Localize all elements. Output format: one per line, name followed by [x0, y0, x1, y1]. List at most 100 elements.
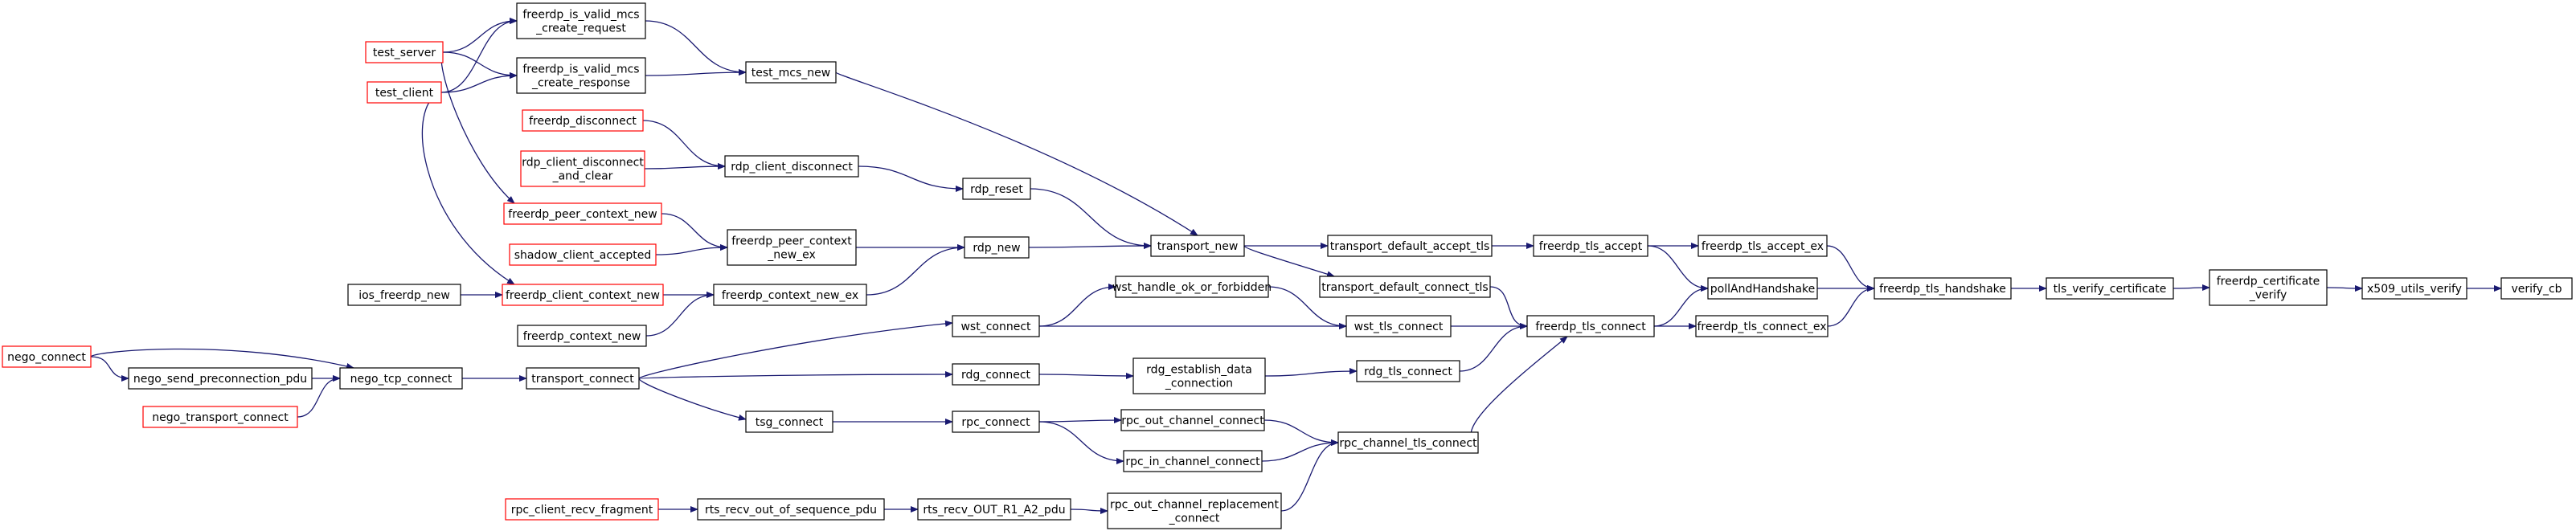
node-rdp_client_disconnect[interactable]: rdp_client_disconnect — [724, 155, 859, 178]
node-label: freerdp_peer_context — [731, 235, 852, 248]
node-box — [516, 2, 646, 39]
node-test_mcs_new[interactable]: test_mcs_new — [745, 61, 837, 84]
node-nego_tcp_connect[interactable]: nego_tcp_connect — [339, 367, 463, 390]
node-box — [1107, 492, 1282, 529]
node-freerdp_context_new_ex[interactable]: freerdp_context_new_ex — [713, 284, 867, 306]
node-rdp_new[interactable]: rdp_new — [964, 236, 1030, 259]
node-label: transport_connect — [531, 373, 634, 386]
edge-transport_default_connect_tls-to-freerdp_tls_connect — [1489, 286, 1528, 329]
node-rpc_out_channel_connect[interactable]: rpc_out_channel_connect — [1120, 409, 1265, 431]
node-x509_utils_verify[interactable]: x509_utils_verify — [2361, 277, 2467, 300]
node-freerdp_tls_handshake[interactable]: freerdp_tls_handshake — [1874, 277, 2012, 300]
node-label: rdg_establish_data — [1146, 364, 1252, 377]
node-freerdp_peer_context_new[interactable]: freerdp_peer_context_new — [503, 202, 662, 225]
node-freerdp_tls_accept_ex[interactable]: freerdp_tls_accept_ex — [1698, 235, 1828, 257]
node-wst_connect[interactable]: wst_connect — [952, 315, 1040, 337]
node-rdp_reset[interactable]: rdp_reset — [962, 178, 1031, 200]
node-label: freerdp_certificate — [2217, 276, 2320, 288]
edge-wst_connect-to-wst_handle_ok_or_forbidden — [1038, 284, 1116, 327]
node-label: freerdp_tls_handshake — [1879, 283, 2006, 296]
node-test_server[interactable]: test_server — [365, 41, 444, 63]
node-label: rpc_connect — [961, 416, 1030, 429]
node-label: tls_verify_certificate — [2054, 283, 2167, 296]
node-label: rpc_out_channel_connect — [1121, 415, 1264, 427]
node-verify_cb[interactable]: verify_cb — [2500, 277, 2573, 300]
node-freerdp_tls_connect[interactable]: freerdp_tls_connect — [1526, 315, 1655, 337]
node-box — [1319, 276, 1491, 298]
node-label: freerdp_tls_accept — [1539, 240, 1643, 253]
node-box — [2209, 269, 2328, 306]
node-rdp_client_disconnect_and_clear[interactable]: rdp_client_disconnect_and_clear — [520, 150, 645, 187]
node-rts_recv_out_of_sequence_pdu[interactable]: rts_recv_out_of_sequence_pdu — [697, 498, 885, 521]
node-rdg_connect[interactable]: rdg_connect — [952, 363, 1040, 386]
node-transport_new[interactable]: transport_new — [1150, 235, 1245, 257]
node-box — [724, 155, 859, 178]
node-box — [2361, 277, 2467, 300]
node-label: wst_connect — [960, 321, 1031, 333]
edge-test_client-to-freerdp_is_valid_mcs_create_request — [440, 18, 518, 93]
node-box — [509, 243, 657, 266]
edge-rpc_connect-to-rpc_in_channel_connect — [1038, 421, 1124, 464]
node-freerdp_client_context_new[interactable]: freerdp_client_context_new — [502, 284, 664, 306]
node-label: rpc_client_recv_fragment — [511, 504, 653, 517]
node-rpc_out_channel_replacement_connect[interactable]: rpc_out_channel_replacement_connect — [1107, 492, 1282, 529]
node-rpc_in_channel_connect[interactable]: rpc_in_channel_connect — [1123, 450, 1263, 472]
node-shadow_client_accepted[interactable]: shadow_client_accepted — [509, 243, 657, 266]
node-box — [142, 406, 298, 428]
edge-rdp_client_disconnect-to-rdp_reset — [858, 165, 964, 192]
node-tls_verify_certificate[interactable]: tls_verify_certificate — [2046, 277, 2174, 300]
node-freerdp_disconnect[interactable]: freerdp_disconnect — [522, 109, 644, 132]
edge-test_client-to-freerdp_is_valid_mcs_create_response — [440, 72, 518, 93]
node-box — [2046, 277, 2174, 300]
node-label: wst_tls_connect — [1354, 321, 1444, 333]
node-transport_default_connect_tls[interactable]: transport_default_connect_tls — [1319, 276, 1491, 298]
node-label: transport_new — [1157, 240, 1239, 253]
edge-rdp_new-to-transport_new — [1028, 243, 1152, 250]
node-nego_connect[interactable]: nego_connect — [2, 345, 92, 368]
node-label: _create_request — [535, 22, 626, 35]
node-label: rdp_client_disconnect — [522, 157, 644, 170]
node-test_client[interactable]: test_client — [367, 81, 442, 104]
node-nego_send_preconnection_pdu[interactable]: nego_send_preconnection_pdu — [128, 367, 313, 390]
node-rdg_tls_connect[interactable]: rdg_tls_connect — [1356, 360, 1460, 382]
node-label: rts_recv_OUT_R1_A2_pdu — [923, 504, 1065, 517]
node-tsg_connect[interactable]: tsg_connect — [745, 411, 833, 433]
node-box — [1120, 409, 1265, 431]
node-label: x509_utils_verify — [2367, 283, 2462, 296]
node-box — [367, 81, 442, 104]
node-wst_handle_ok_or_forbidden[interactable]: wst_handle_ok_or_forbidden — [1112, 276, 1272, 298]
node-box — [1356, 360, 1460, 382]
node-rpc_connect[interactable]: rpc_connect — [952, 411, 1040, 433]
node-label: rts_recv_out_of_sequence_pdu — [705, 504, 877, 517]
node-box — [952, 363, 1040, 386]
node-freerdp_certificate_verify[interactable]: freerdp_certificate_verify — [2209, 269, 2328, 306]
node-label: nego_tcp_connect — [350, 373, 453, 386]
node-rpc_channel_tls_connect[interactable]: rpc_channel_tls_connect — [1337, 431, 1479, 454]
node-freerdp_tls_accept[interactable]: freerdp_tls_accept — [1533, 235, 1648, 257]
node-freerdp_tls_connect_ex[interactable]: freerdp_tls_connect_ex — [1695, 315, 1829, 337]
node-rdg_establish_data_connection[interactable]: rdg_establish_data_connection — [1132, 357, 1266, 394]
edge-freerdp_tls_connect-to-pollAndHandshake — [1653, 285, 1709, 327]
node-freerdp_is_valid_mcs_create_response[interactable]: freerdp_is_valid_mcs_create_response — [516, 57, 646, 94]
edge-rdg_connect-to-rdg_establish_data_connection — [1038, 372, 1134, 379]
edge-freerdp_peer_context_new-to-freerdp_peer_context_new_ex — [661, 213, 728, 251]
node-box — [952, 315, 1040, 337]
node-box — [1526, 315, 1655, 337]
node-box — [502, 284, 664, 306]
node-box — [517, 325, 647, 347]
node-rpc_client_recv_fragment[interactable]: rpc_client_recv_fragment — [505, 498, 659, 521]
node-label: freerdp_tls_accept_ex — [1702, 240, 1824, 253]
node-nego_transport_connect[interactable]: nego_transport_connect — [142, 406, 298, 428]
node-box — [1115, 276, 1269, 298]
node-transport_default_accept_tls[interactable]: transport_default_accept_tls — [1327, 235, 1493, 257]
node-wst_tls_connect[interactable]: wst_tls_connect — [1345, 315, 1452, 337]
node-freerdp_context_new[interactable]: freerdp_context_new — [517, 325, 647, 347]
node-freerdp_peer_context_new_ex[interactable]: freerdp_peer_context_new_ex — [727, 229, 857, 266]
node-ios_freerdp_new[interactable]: ios_freerdp_new — [347, 284, 461, 306]
edge-rpc_out_channel_connect-to-rpc_channel_tls_connect — [1263, 419, 1339, 446]
node-pollAndHandshake[interactable]: pollAndHandshake — [1707, 277, 1818, 300]
node-transport_connect[interactable]: transport_connect — [526, 367, 640, 390]
edge-freerdp_is_valid_mcs_create_request-to-test_mcs_new — [645, 20, 747, 76]
node-rts_recv_OUT_R1_A2_pdu[interactable]: rts_recv_OUT_R1_A2_pdu — [917, 498, 1071, 521]
node-freerdp_is_valid_mcs_create_request[interactable]: freerdp_is_valid_mcs_create_request — [516, 2, 646, 39]
